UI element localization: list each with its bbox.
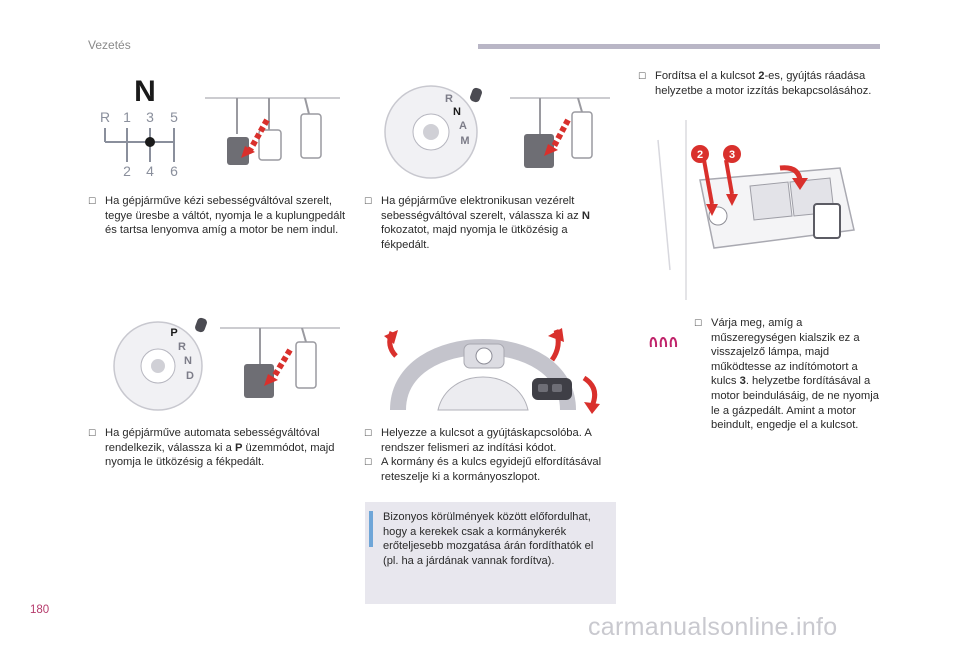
key-turn-text: ☐Fordítsa el a kulcsot 2-es, gyújtás ráa… xyxy=(638,70,872,97)
automatic-gearbox-text: ☐Ha gépjárműve automata sebességváltóval… xyxy=(88,427,335,469)
selector-letter: P xyxy=(170,327,177,339)
step-badge: 3 xyxy=(729,149,735,161)
bullet-icon: ☐ xyxy=(364,428,373,438)
list-item: ☐Helyezze a kulcsot a gyújtáskapcsolóba.… xyxy=(364,427,592,454)
gear-label: 2 xyxy=(123,163,131,179)
selector-letter: N xyxy=(453,106,461,118)
list-item: ☐A kormány és a kulcs egyidejű elfordítá… xyxy=(364,456,602,483)
pedals-clutch-illustration xyxy=(205,97,340,165)
bullet-icon: ☐ xyxy=(88,428,97,438)
preheat-coil-icon xyxy=(649,337,678,348)
gear-label: 1 xyxy=(123,109,131,125)
bullet-icon: ☐ xyxy=(364,457,373,468)
info-box: Bizonyos körülmények között előfordulhat… xyxy=(365,502,616,604)
manual-shift-pattern-illustration: N R 1 3 5 2 4 6 xyxy=(100,75,178,179)
bullet-icon: ☐ xyxy=(694,318,703,328)
gear-label: R xyxy=(100,109,110,125)
selector-letter: N xyxy=(184,355,192,367)
page-number: 180 xyxy=(30,604,50,616)
selector-letter: D xyxy=(186,370,194,382)
electronic-gearbox-text: ☐Ha gépjárműve elektronikusan vezérelt s… xyxy=(364,195,590,251)
header-bar xyxy=(478,44,880,49)
key-ignition-illustration: 2 3 xyxy=(657,120,855,300)
gear-label: 4 xyxy=(146,163,154,179)
selector-letter: A xyxy=(459,120,467,132)
selector-letter: R xyxy=(178,341,186,353)
section-title: Vezetés xyxy=(88,38,131,52)
watermark: carmanualsonline.info xyxy=(588,613,838,641)
info-text: Bizonyos körülmények között előfordulhat… xyxy=(383,511,594,567)
selector-letter: R xyxy=(445,93,453,105)
automatic-gear-selector-illustration: P R N D xyxy=(113,317,207,411)
steering-wheel-key-illustration xyxy=(384,328,600,414)
bullet-icon: ☐ xyxy=(638,71,647,81)
selector-letter: M xyxy=(460,135,469,147)
gear-label: 5 xyxy=(170,109,178,125)
electronic-gear-selector-illustration: R N A M xyxy=(384,85,482,179)
manual-gearbox-text: ☐Ha gépjárműve kézi sebességváltóval sze… xyxy=(88,195,346,237)
wait-step-text: ☐Várja meg, amíg a műszeregységen kialsz… xyxy=(694,317,879,432)
gear-label: 3 xyxy=(146,109,154,125)
pedals-brake-illustration xyxy=(220,327,340,398)
neutral-letter: N xyxy=(134,75,156,108)
step-badge: 2 xyxy=(697,149,703,161)
bullet-icon: ☐ xyxy=(364,196,373,206)
info-icon xyxy=(369,511,373,547)
bullet-icon: ☐ xyxy=(88,196,97,206)
gear-label: 6 xyxy=(170,163,178,179)
key-insertion-text: ☐Helyezze a kulcsot a gyújtáskapcsolóba.… xyxy=(364,426,620,484)
pedals-brake-illustration xyxy=(510,97,610,168)
